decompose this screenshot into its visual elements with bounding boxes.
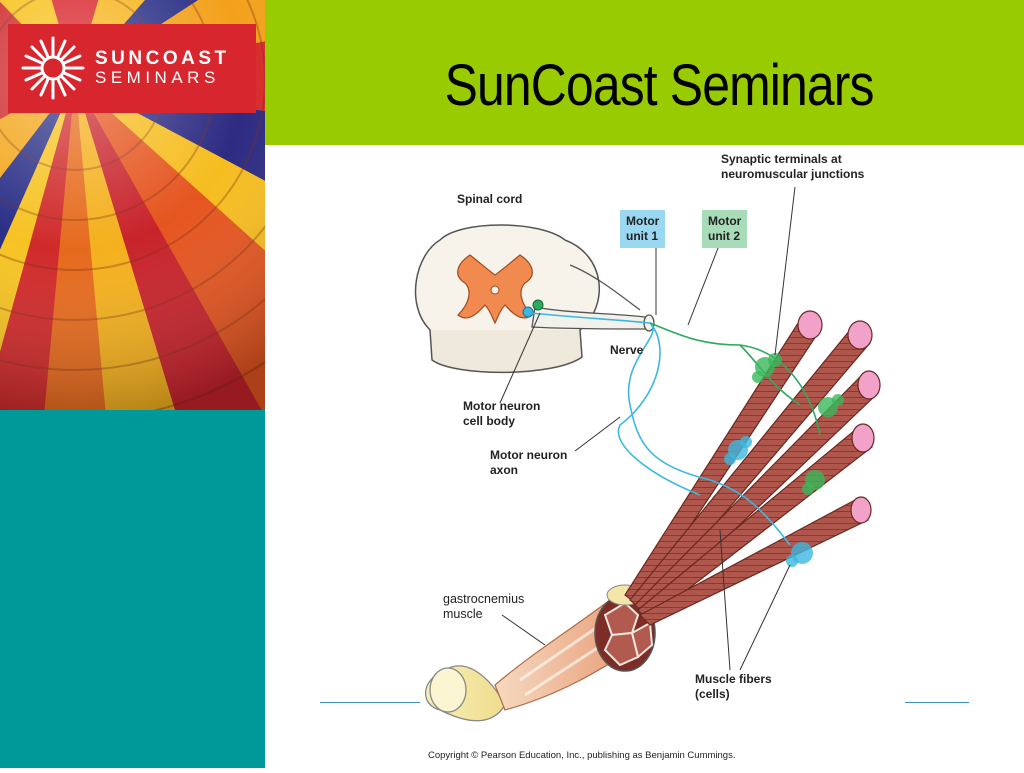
leader-lines — [499, 186, 796, 671]
label-gastrocnemius-muscle: gastrocnemius muscle — [443, 592, 524, 622]
motor-unit-2-line1: Motor — [708, 214, 742, 228]
suncoast-logo — [8, 24, 256, 113]
label-synaptic-terminals: Synaptic terminals at neuromuscular junc… — [721, 152, 864, 182]
sunburst-icon — [21, 36, 85, 100]
fibers-line1: Muscle fibers — [695, 672, 772, 686]
cell-body-line1: Motor neuron — [463, 399, 541, 413]
motor-unit-illustration — [414, 186, 881, 722]
motor-unit-diagram: Spinal cord Motor unit 1 Motor unit 2 Sy… — [320, 145, 970, 768]
header-bar — [265, 0, 1024, 145]
synaptic-terminals — [724, 353, 844, 567]
gastro-line2: muscle — [443, 607, 483, 621]
motor-unit-1-line1: Motor — [626, 214, 660, 228]
synaptic-line1: Synaptic terminals at — [721, 152, 842, 166]
motor-neuron-cell-body-1 — [522, 306, 534, 318]
teal-panel — [0, 410, 265, 768]
divider-right — [905, 702, 969, 703]
divider-left — [320, 702, 420, 703]
page-title: SunCoast Seminars — [444, 53, 875, 118]
logo-wordmark-top: SUNCOAST — [95, 48, 230, 69]
label-muscle-fibers: Muscle fibers (cells) — [695, 672, 772, 702]
motor-unit-2-label: Motor unit 2 — [702, 210, 748, 248]
label-motor-neuron-axon: Motor neuron axon — [490, 448, 567, 478]
fibers-line2: (cells) — [695, 687, 730, 701]
label-spinal-cord: Spinal cord — [457, 192, 523, 206]
logo-wordmark-bottom: SEMINARS — [95, 68, 220, 87]
motor-unit-1-label: Motor unit 1 — [620, 210, 666, 248]
axon-line2: axon — [490, 463, 519, 477]
copyright-notice: Copyright © Pearson Education, Inc., pub… — [428, 750, 736, 761]
synaptic-line2: neuromuscular junctions — [721, 167, 865, 181]
gastro-line1: gastrocnemius — [443, 592, 525, 606]
axon-line1: Motor neuron — [490, 448, 568, 462]
cell-body-line2: cell body — [463, 414, 516, 428]
label-nerve: Nerve — [610, 343, 644, 357]
label-motor-neuron-cell-body: Motor neuron cell body — [463, 399, 540, 429]
motor-unit-1-line2: unit 1 — [626, 229, 658, 243]
motor-neuron-cell-body-2 — [532, 299, 544, 311]
motor-unit-2-line2: unit 2 — [708, 229, 740, 243]
